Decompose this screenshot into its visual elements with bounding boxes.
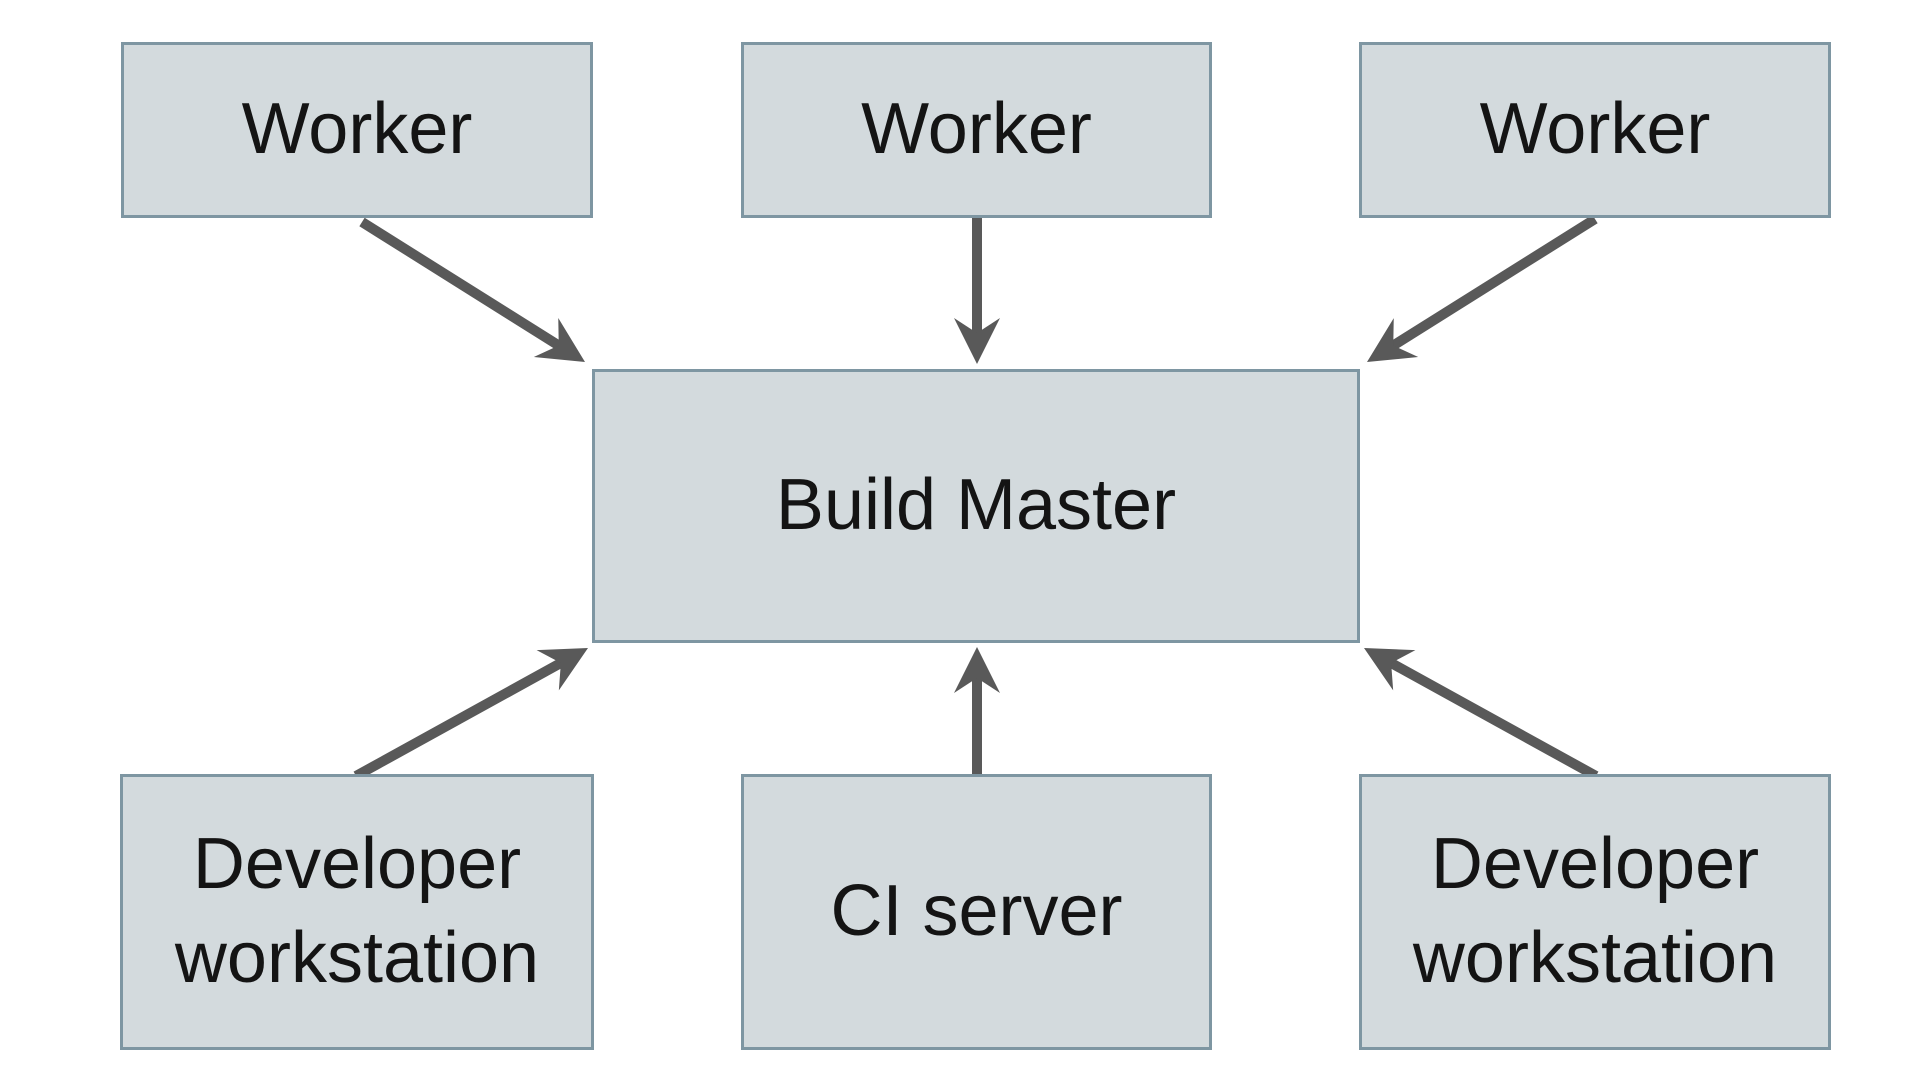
build-master-label: Build Master bbox=[775, 465, 1177, 546]
arrow-worker-3-to-build-master bbox=[1367, 214, 1598, 362]
arrowhead-icon bbox=[954, 647, 1000, 693]
arrow-worker-2-to-build-master bbox=[954, 218, 1000, 364]
ci-server: CI server bbox=[741, 774, 1212, 1050]
arrow-worker-1-to-build-master bbox=[359, 217, 585, 362]
developer-workstation-right: Developer workstation bbox=[1359, 774, 1831, 1050]
arrow-developer-workstation-right-to-build-master bbox=[1364, 648, 1599, 781]
worker-2: Worker bbox=[741, 42, 1212, 218]
worker-2-label: Worker bbox=[861, 89, 1092, 170]
worker-3-label: Worker bbox=[1479, 89, 1711, 170]
arrowhead-icon bbox=[1364, 648, 1416, 691]
developer-workstation-left-label: Developer workstation bbox=[174, 824, 540, 998]
worker-1-label: Worker bbox=[241, 89, 473, 170]
arrowhead-icon bbox=[533, 318, 585, 362]
developer-workstation-left: Developer workstation bbox=[120, 774, 594, 1050]
arrowhead-icon bbox=[536, 648, 588, 691]
arrowhead-icon bbox=[1367, 318, 1419, 362]
arrowhead-icon bbox=[954, 318, 1000, 364]
developer-workstation-right-label: Developer workstation bbox=[1412, 824, 1778, 998]
worker-1: Worker bbox=[121, 42, 593, 218]
arrow-developer-workstation-left-to-build-master bbox=[353, 648, 588, 781]
build-master: Build Master bbox=[592, 369, 1360, 643]
worker-3: Worker bbox=[1359, 42, 1831, 218]
arrow-ci-server-to-build-master bbox=[954, 647, 1000, 777]
ci-server-label: CI server bbox=[830, 871, 1123, 952]
